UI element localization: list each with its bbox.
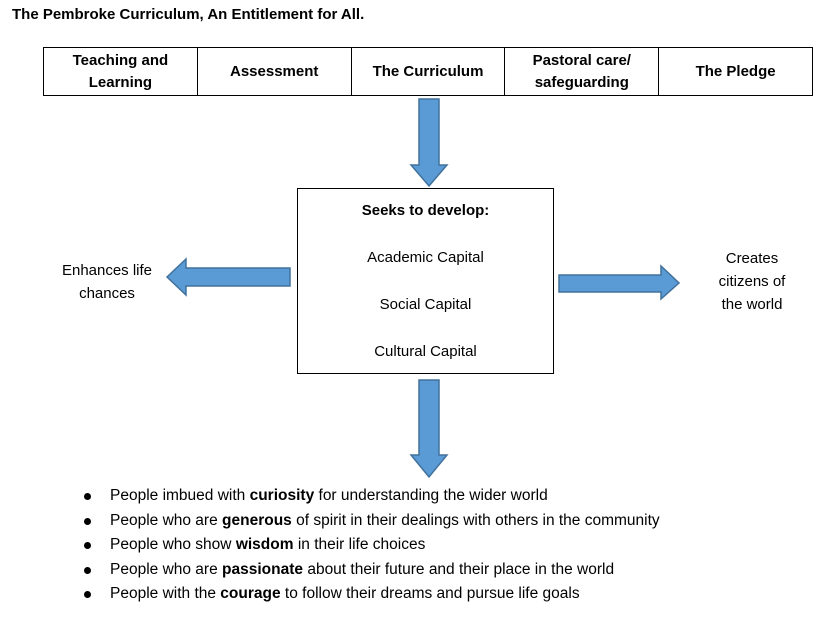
bullet-item: People who are generous of spirit in the… — [84, 509, 660, 534]
area-teaching-and-learning: Teaching and Learning — [72, 51, 169, 91]
center-box-heading: Seeks to develop: — [361, 202, 490, 219]
bullet-item: People with the courage to follow their … — [84, 582, 660, 607]
capital-item-cultural: Cultural Capital — [374, 343, 477, 360]
area-the-pledge: The Pledge — [658, 48, 812, 95]
bullet-item: People who show wisdom in their life cho… — [84, 533, 660, 558]
right-outcome-text: Creates citizens of the world — [718, 250, 786, 313]
capital-item-social: Social Capital — [379, 296, 472, 313]
bullet-dot-icon — [84, 591, 91, 599]
bullet-dot-icon — [84, 493, 91, 500]
left-outcome-text: Enhances life chances — [61, 262, 153, 302]
arrow-down-top — [409, 98, 449, 188]
outcomes-bullet-list: People imbued with curiosity for underst… — [84, 484, 660, 607]
bullet-dot-icon — [84, 542, 91, 550]
curriculum-areas-row: Teaching and Learning Assessment The Cur… — [43, 47, 813, 96]
arrow-left — [165, 257, 291, 297]
capital-item-academic: Academic Capital — [367, 249, 484, 266]
bullet-dot-icon — [84, 566, 91, 574]
bullet-item: People imbued with curiosity for underst… — [84, 484, 660, 509]
arrow-down-bottom — [409, 379, 449, 479]
arrow-right — [558, 264, 681, 301]
capital-development-box: Seeks to develop: Academic Capital Socia… — [297, 188, 554, 374]
bullet-item: People who are passionate about their fu… — [84, 558, 660, 583]
area-assessment: Assessment — [196, 48, 351, 95]
area-pastoral-care: Pastoral care/ safeguarding — [504, 48, 658, 95]
area-the-curriculum: The Curriculum — [350, 48, 505, 95]
bullet-dot-icon — [84, 517, 91, 525]
page-title: The Pembroke Curriculum, An Entitlement … — [12, 6, 365, 23]
